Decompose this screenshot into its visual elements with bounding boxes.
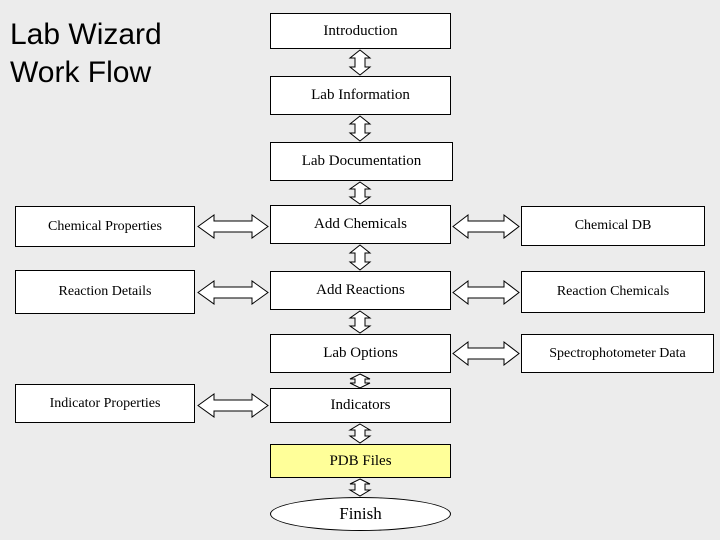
- node-reaction-details-label: Reaction Details: [58, 284, 152, 299]
- node-indicators-label: Indicators: [330, 397, 391, 413]
- double-arrow-vertical-icon: [348, 181, 372, 205]
- node-add-chemicals-label: Add Chemicals: [314, 216, 407, 232]
- arrow-indicator-properties-indicators: [197, 392, 269, 419]
- node-chemical-properties[interactable]: Chemical Properties: [15, 206, 195, 247]
- arrow-lab-options-indicators: [343, 373, 377, 389]
- arrow-reaction-details-add-reactions: [197, 279, 269, 306]
- arrow-introduction-lab-information: [343, 49, 377, 76]
- node-reaction-details[interactable]: Reaction Details: [15, 270, 195, 314]
- node-lab-options-label: Lab Options: [323, 345, 398, 361]
- node-pdb-files[interactable]: PDB Files: [270, 444, 451, 478]
- arrow-add-reactions-reaction-chemicals: [452, 279, 520, 306]
- arrow-add-chemicals-chemical-db: [452, 213, 520, 240]
- arrow-add-chemicals-add-reactions: [343, 244, 377, 271]
- arrow-pdb-files-finish: [343, 478, 377, 497]
- double-arrow-vertical-icon: [348, 423, 372, 444]
- node-indicator-properties[interactable]: Indicator Properties: [15, 384, 195, 423]
- double-arrow-vertical-icon: [348, 115, 372, 142]
- node-lab-information[interactable]: Lab Information: [270, 76, 451, 115]
- double-arrow-horizontal-icon: [452, 340, 520, 367]
- node-lab-information-label: Lab Information: [311, 87, 410, 103]
- double-arrow-vertical-icon: [349, 373, 371, 389]
- node-chemical-properties-label: Chemical Properties: [48, 218, 162, 234]
- node-spectrophotometer-data[interactable]: Spectrophotometer Data: [521, 334, 714, 373]
- node-lab-options[interactable]: Lab Options: [270, 334, 451, 373]
- double-arrow-horizontal-icon: [452, 279, 520, 306]
- arrow-add-reactions-lab-options: [343, 310, 377, 334]
- double-arrow-horizontal-icon: [197, 393, 269, 418]
- node-reaction-chemicals[interactable]: Reaction Chemicals: [521, 271, 705, 313]
- node-add-reactions[interactable]: Add Reactions: [270, 271, 451, 310]
- node-chemical-db-label: Chemical DB: [574, 218, 652, 233]
- node-indicator-properties-label: Indicator Properties: [49, 395, 161, 411]
- node-add-reactions-label: Add Reactions: [316, 282, 405, 298]
- double-arrow-horizontal-icon: [452, 213, 520, 240]
- arrow-lab-information-lab-documentation: [343, 115, 377, 142]
- node-lab-documentation[interactable]: Lab Documentation: [270, 142, 453, 181]
- double-arrow-vertical-icon: [348, 478, 372, 497]
- double-arrow-horizontal-icon: [197, 280, 269, 305]
- node-indicators[interactable]: Indicators: [270, 388, 451, 423]
- node-spectrophotometer-data-label: Spectrophotometer Data: [549, 345, 686, 361]
- node-reaction-chemicals-label: Reaction Chemicals: [556, 284, 670, 299]
- node-finish[interactable]: Finish: [270, 497, 451, 531]
- node-chemical-db[interactable]: Chemical DB: [521, 206, 705, 246]
- node-introduction[interactable]: Introduction: [270, 13, 451, 49]
- double-arrow-vertical-icon: [348, 310, 372, 334]
- node-lab-documentation-label: Lab Documentation: [301, 153, 422, 169]
- double-arrow-vertical-icon: [348, 244, 372, 271]
- page-title: Lab Wizard Work Flow: [10, 18, 162, 89]
- arrow-indicators-pdb-files: [343, 423, 377, 444]
- arrow-lab-documentation-add-chemicals: [343, 181, 377, 205]
- node-pdb-files-label: PDB Files: [329, 452, 392, 469]
- node-finish-label: Finish: [339, 504, 382, 523]
- double-arrow-horizontal-icon: [197, 214, 269, 239]
- arrow-lab-options-spectrophotometer-data: [452, 340, 520, 367]
- node-introduction-label: Introduction: [323, 22, 398, 39]
- node-add-chemicals[interactable]: Add Chemicals: [270, 205, 451, 244]
- arrow-chemical-properties-add-chemicals: [197, 213, 269, 240]
- double-arrow-vertical-icon: [348, 49, 372, 76]
